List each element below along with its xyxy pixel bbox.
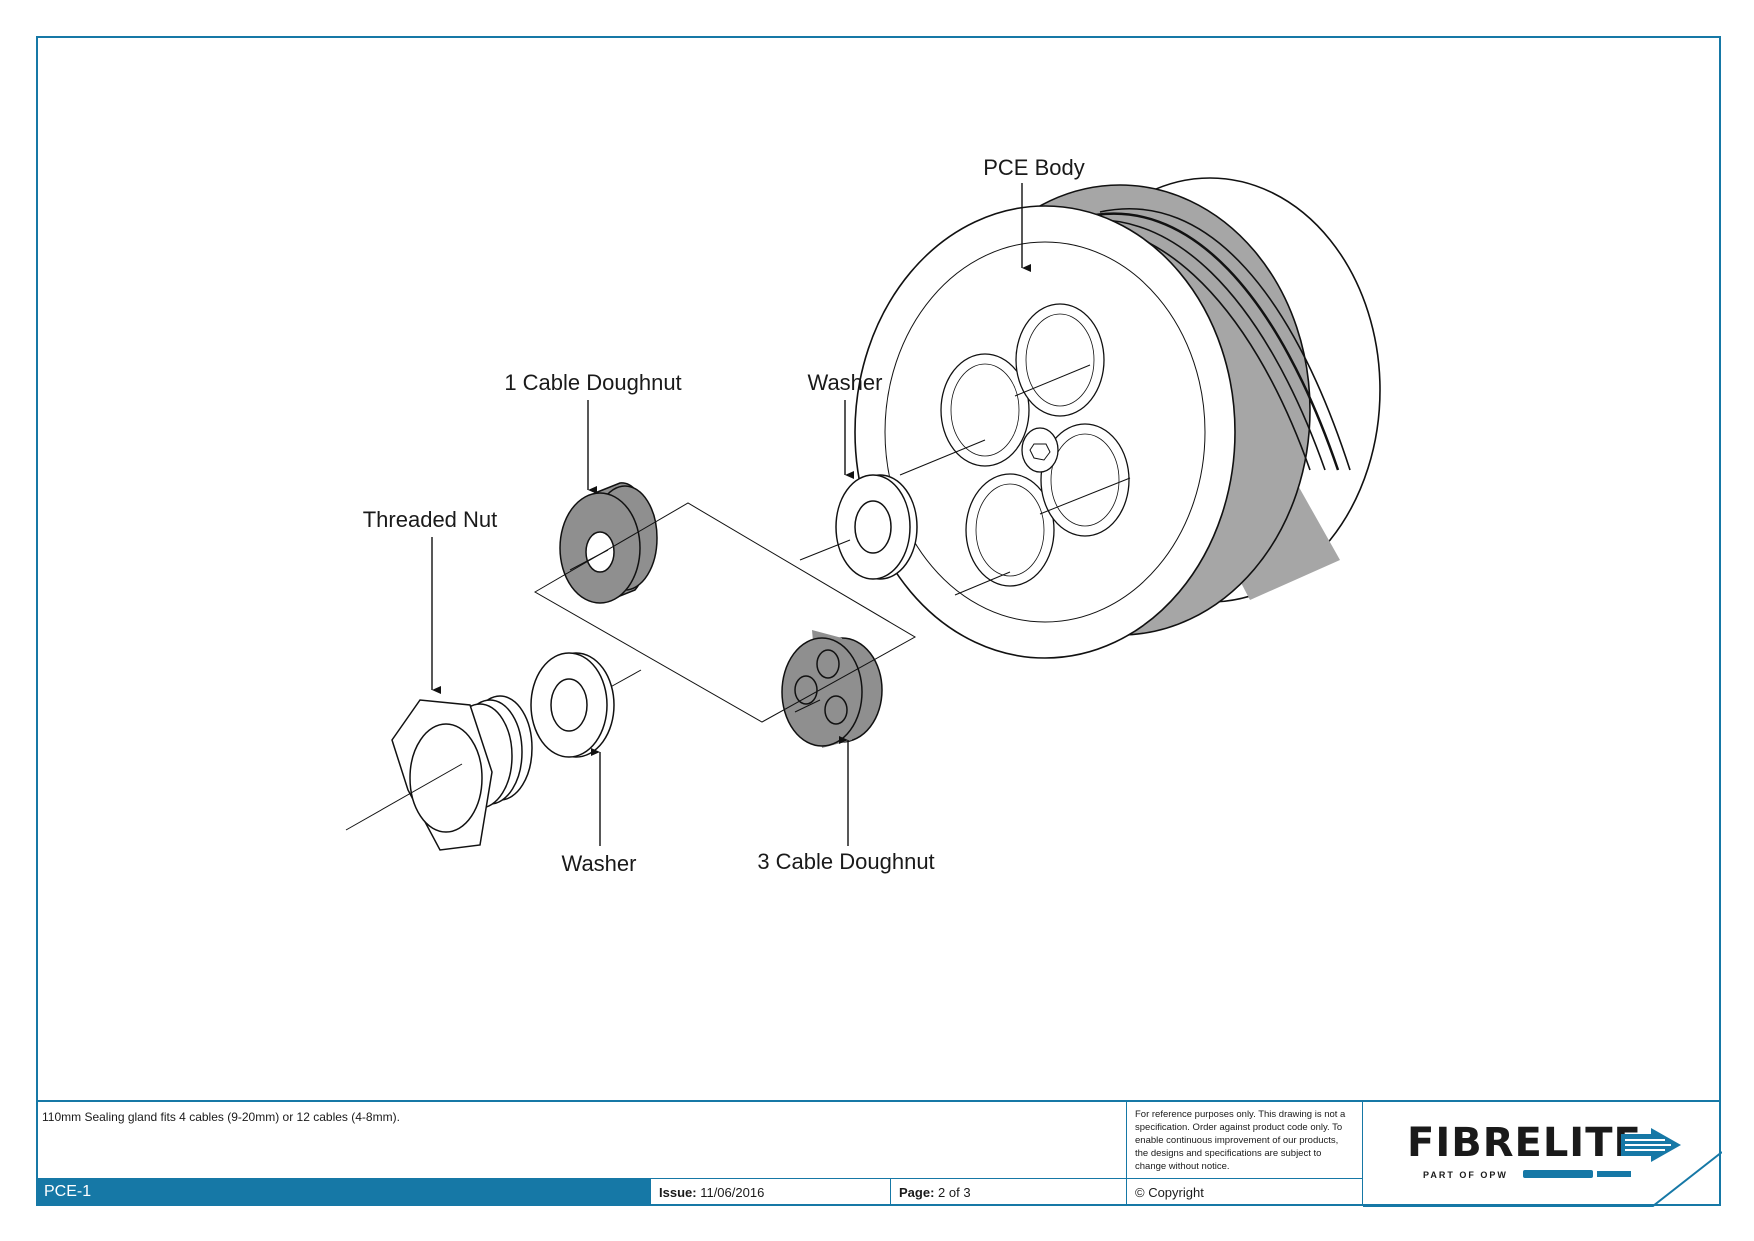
disclaimer-text: For reference purposes only. This drawin… — [1126, 1100, 1362, 1178]
washer-top — [799, 474, 918, 580]
page-value: 2 of 3 — [938, 1185, 971, 1200]
page-label: Page: — [899, 1185, 935, 1200]
brand-logo: FIBRELITE PART OF OPW — [1362, 1100, 1722, 1207]
dover-logo-icon — [1523, 1170, 1631, 1178]
fibrelite-arrow-icon — [1621, 1128, 1681, 1162]
product-code: PCE-1 — [36, 1178, 650, 1206]
brand-tagline: PART OF OPW — [1423, 1170, 1508, 1180]
label-threaded-nut: Threaded Nut — [363, 507, 498, 532]
title-block-corner — [1363, 1151, 1722, 1207]
issue-value: 11/06/2016 — [700, 1185, 765, 1200]
cable-doughnut-1 — [559, 482, 658, 604]
label-cable-doughnut-1: 1 Cable Doughnut — [504, 370, 681, 395]
copyright-text: © Copyright — [1126, 1178, 1362, 1206]
brand-name: FIBRELITE — [1407, 1120, 1642, 1166]
page-field: Page: 2 of 3 — [890, 1178, 1126, 1206]
label-washer-top: Washer — [808, 370, 883, 395]
drawing-frame — [36, 36, 1721, 1206]
issue-label: Issue: — [659, 1185, 697, 1200]
leader-arrows — [431, 183, 1031, 846]
label-cable-doughnut-3: 3 Cable Doughnut — [757, 849, 934, 874]
washer-bottom — [530, 652, 615, 758]
pce-body — [854, 177, 1381, 659]
threaded-nut — [345, 695, 533, 851]
drawing-description: 110mm Sealing gland fits 4 cables (9-20m… — [36, 1100, 1126, 1178]
label-washer-bottom: Washer — [562, 851, 637, 876]
cable-doughnut-3 — [781, 630, 883, 748]
label-pce-body: PCE Body — [983, 155, 1085, 180]
title-block: 110mm Sealing gland fits 4 cables (9-20m… — [36, 1100, 1722, 1207]
issue-field: Issue: 11/06/2016 — [650, 1178, 890, 1206]
